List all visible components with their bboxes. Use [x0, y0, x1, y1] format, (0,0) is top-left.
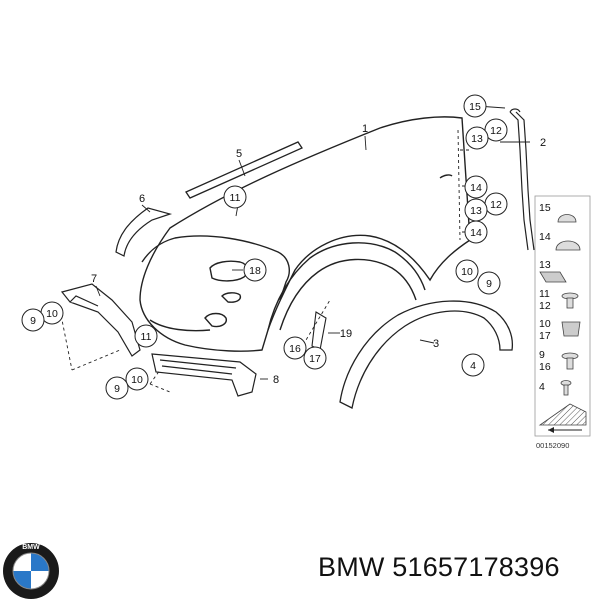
- svg-text:12: 12: [490, 125, 502, 137]
- svg-text:17: 17: [309, 353, 321, 365]
- callout-15: 15: [463, 94, 487, 118]
- callout-11-top: 11: [223, 185, 247, 209]
- cap-icon: [557, 214, 577, 223]
- bmw-logo: BMW: [3, 543, 59, 599]
- label-8: 8: [273, 374, 279, 386]
- svg-text:18: 18: [249, 265, 261, 277]
- svg-text:9: 9: [114, 383, 120, 395]
- callout-10b-right: 10: [455, 259, 479, 283]
- callout-4: 4: [461, 353, 485, 377]
- drawing-reference: 00152090: [536, 441, 569, 450]
- label-6: 6: [139, 193, 145, 205]
- svg-text:10: 10: [131, 374, 143, 386]
- lower-bracket: [151, 353, 257, 397]
- callout-12b: 12: [484, 192, 508, 216]
- svg-text:BMW: BMW: [22, 544, 40, 551]
- nut-clip-icon: [561, 321, 581, 337]
- svg-text:10: 10: [461, 266, 473, 278]
- legend-label-4: 4: [539, 381, 545, 393]
- svg-text:4: 4: [470, 360, 476, 372]
- svg-text:9: 9: [486, 278, 492, 290]
- svg-text:13: 13: [470, 205, 482, 217]
- label-19: 19: [340, 328, 352, 340]
- orientation-arrow-icon: [538, 403, 587, 433]
- legend-label-15: 15: [539, 202, 551, 214]
- svg-text:11: 11: [141, 331, 152, 343]
- svg-text:14: 14: [470, 227, 482, 239]
- legend-label-12: 12: [539, 300, 551, 312]
- callout-13a: 13: [465, 126, 489, 150]
- label-3: 3: [433, 338, 439, 350]
- callout-10-bottom: 10: [125, 367, 149, 391]
- plug-icon: [555, 240, 581, 251]
- screw-icon: [561, 292, 579, 309]
- svg-text:12: 12: [490, 199, 502, 211]
- rear-seal: [509, 108, 535, 251]
- small-parts-legend: 15 14 13 11 12 10 17 9 16 4: [534, 195, 591, 437]
- callout-14a: 14: [464, 175, 488, 199]
- seal-strip: [185, 141, 303, 199]
- svg-text:15: 15: [469, 101, 481, 113]
- svg-text:16: 16: [289, 343, 301, 355]
- callout-9-left: 9: [21, 308, 45, 332]
- legend-label-13: 13: [539, 259, 551, 271]
- svg-text:14: 14: [470, 182, 482, 194]
- callout-14b: 14: [464, 220, 488, 244]
- bracket: [60, 283, 141, 357]
- dashed-connectors: [59, 129, 470, 393]
- callout-18: 18: [243, 258, 267, 282]
- legend-label-16: 16: [539, 361, 551, 373]
- wheel-arch-trim: [339, 300, 514, 409]
- label-2: 2: [540, 137, 546, 149]
- callout-13b: 13: [464, 198, 488, 222]
- rivet-icon: [560, 380, 572, 396]
- side-strip: [115, 207, 173, 257]
- svg-text:11: 11: [230, 192, 241, 204]
- label-1: 1: [362, 123, 368, 135]
- clip-icon: [539, 271, 567, 283]
- label-5: 5: [236, 148, 242, 160]
- callout-9-right: 9: [477, 271, 501, 295]
- callout-16: 16: [283, 336, 307, 360]
- svg-text:9: 9: [30, 315, 36, 327]
- bolt-icon: [561, 352, 579, 370]
- callout-11-left: 11: [134, 324, 158, 348]
- callout-9-bottom: 9: [105, 376, 129, 400]
- legend-label-17: 17: [539, 330, 551, 342]
- legend-label-11: 11: [539, 288, 550, 300]
- legend-label-14: 14: [539, 231, 551, 243]
- legend-label-9: 9: [539, 349, 545, 361]
- label-7: 7: [91, 273, 97, 285]
- svg-text:13: 13: [471, 133, 483, 145]
- callout-17: 17: [303, 346, 327, 370]
- part-number: BMW 51657178396: [318, 552, 560, 582]
- legend-label-10: 10: [539, 318, 551, 330]
- svg-text:10: 10: [46, 308, 58, 320]
